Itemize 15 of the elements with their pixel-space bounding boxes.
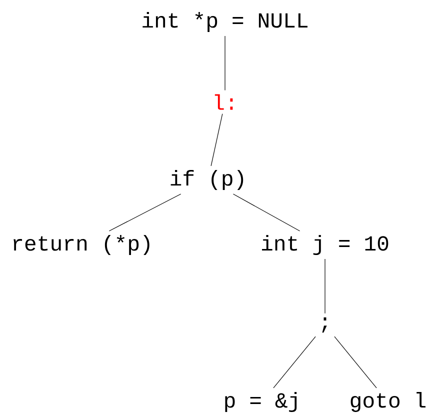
tree-line [232, 194, 300, 232]
code-statement: if (p) [170, 170, 244, 190]
tree-line [108, 194, 182, 232]
tree-line [273, 336, 316, 388]
code-statement: ; [322, 317, 327, 333]
code-statement: return (*p) [14, 234, 150, 256]
tree-line [210, 113, 223, 166]
tree-line [334, 336, 377, 388]
code-statement: goto l [350, 392, 426, 412]
code-statement: l: [214, 94, 233, 110]
code-statement: int *p = NULL [142, 12, 308, 32]
tree-line [224, 36, 226, 90]
code-statement: int j = 10 [262, 234, 388, 256]
tree-line [324, 258, 326, 314]
code-statement: p = &j [225, 392, 297, 412]
